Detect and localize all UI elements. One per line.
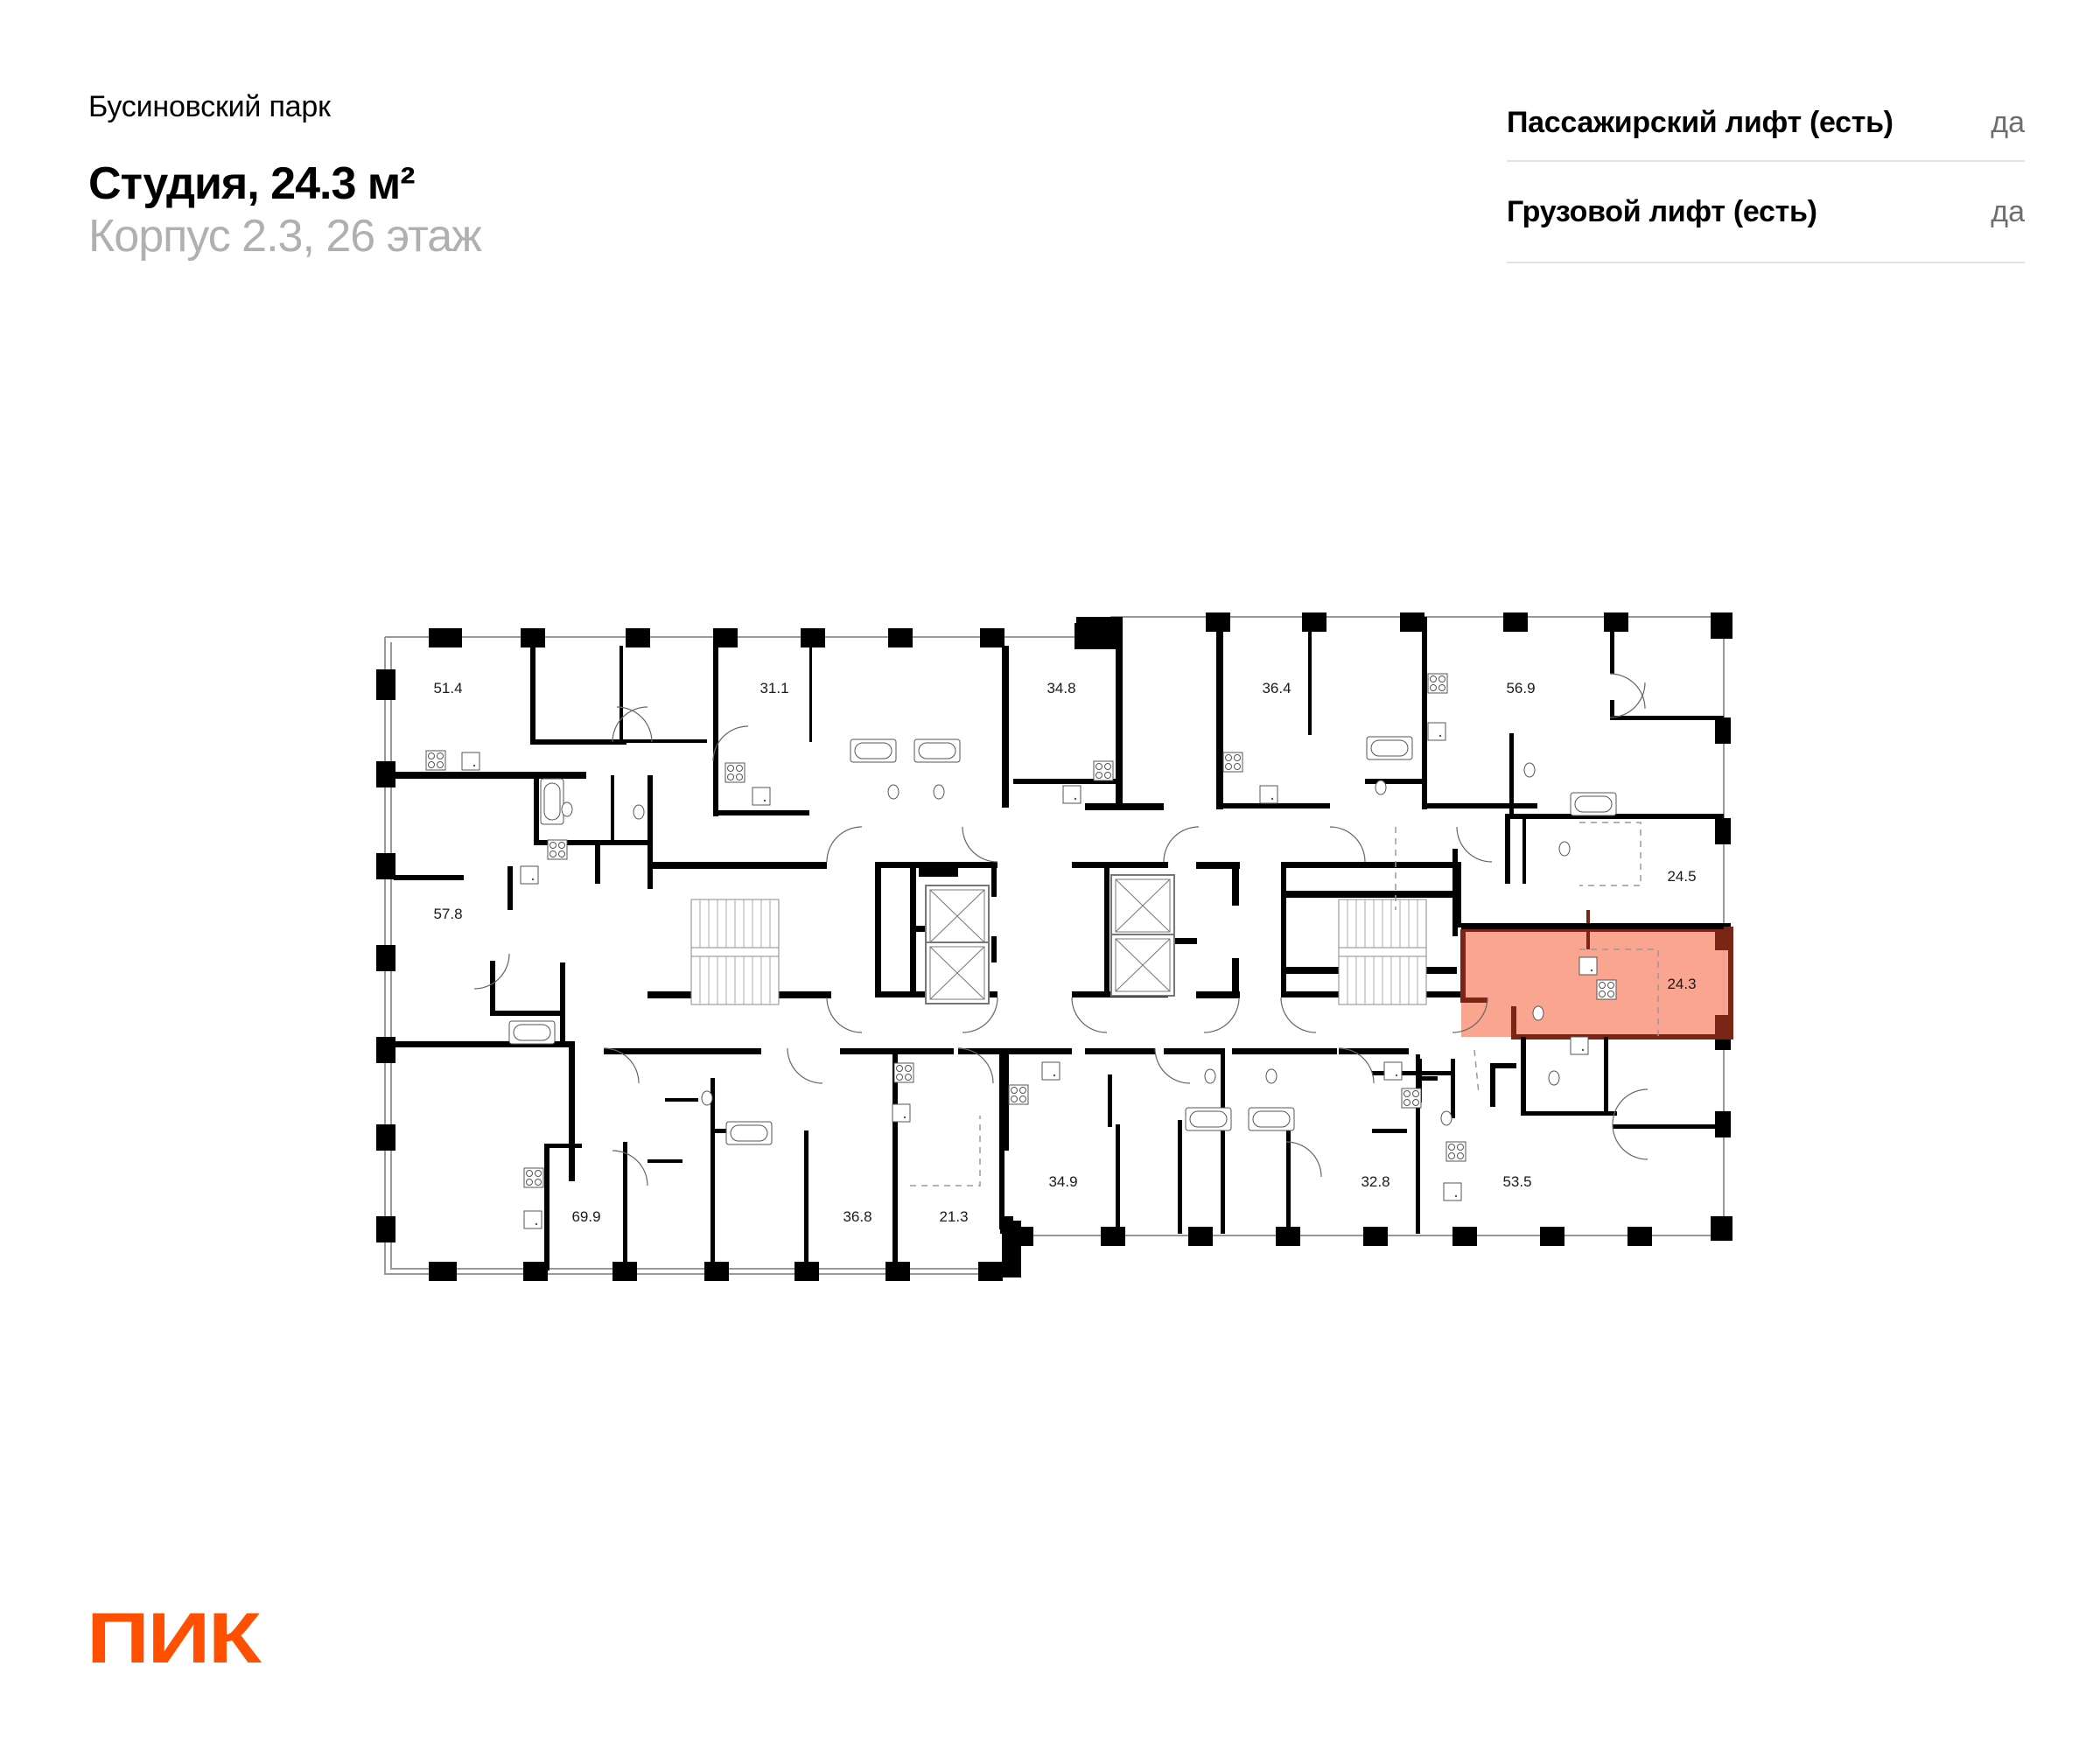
properties-list: Пассажирский лифт (есть) да Грузовой лиф…	[1507, 85, 2025, 263]
property-value: да	[1991, 194, 2025, 228]
unit-31-1[interactable]: 31.1	[760, 680, 788, 696]
facade-columns	[376, 612, 1732, 1281]
stairwell-right	[1338, 899, 1427, 1005]
property-label: Пассажирский лифт (есть)	[1507, 105, 1894, 139]
fixtures	[425, 673, 1617, 1229]
unit-34-8[interactable]: 34.8	[1046, 680, 1075, 696]
zone-lines	[910, 822, 1659, 1186]
building-floor-subtitle: Корпус 2.3, 26 этаж	[88, 211, 482, 262]
unit-53-5[interactable]: 53.5	[1502, 1173, 1531, 1190]
stairwell-left	[690, 899, 780, 1005]
unit-56-9[interactable]: 56.9	[1506, 680, 1535, 696]
unit-36-8[interactable]: 36.8	[843, 1208, 872, 1225]
unit-34-9[interactable]: 34.9	[1048, 1173, 1077, 1190]
interior-walls	[394, 617, 1724, 1273]
unit-57-8[interactable]: 57.8	[433, 906, 462, 922]
header: Бусиновский парк Студия, 24.3 м² Корпус …	[88, 89, 482, 262]
pik-logo: ПИК	[87, 1599, 262, 1678]
unit-69-9[interactable]: 69.9	[571, 1208, 600, 1225]
unit-51-4[interactable]: 51.4	[433, 680, 462, 696]
doors	[473, 673, 1648, 1186]
property-passenger-lift: Пассажирский лифт (есть) да	[1507, 85, 2025, 162]
unit-32-8[interactable]: 32.8	[1361, 1173, 1390, 1190]
property-value: да	[1991, 105, 2025, 139]
lift-shafts	[925, 874, 1175, 1004]
unit-24-5[interactable]: 24.5	[1667, 868, 1696, 885]
unit-labels: 51.4 31.1 34.8 36.4 56.9 57.8 24.5 24.3 …	[433, 680, 1696, 1225]
unit-24-3-selected[interactable]: 24.3	[1667, 976, 1696, 992]
page-title: Студия, 24.3 м²	[88, 158, 416, 209]
property-label: Грузовой лифт (есть)	[1507, 194, 1817, 228]
unit-36-4[interactable]: 36.4	[1262, 680, 1291, 696]
property-freight-lift: Грузовой лифт (есть) да	[1507, 162, 2025, 263]
project-name: Бусиновский парк	[88, 90, 331, 123]
unit-21-3[interactable]: 21.3	[939, 1208, 968, 1225]
